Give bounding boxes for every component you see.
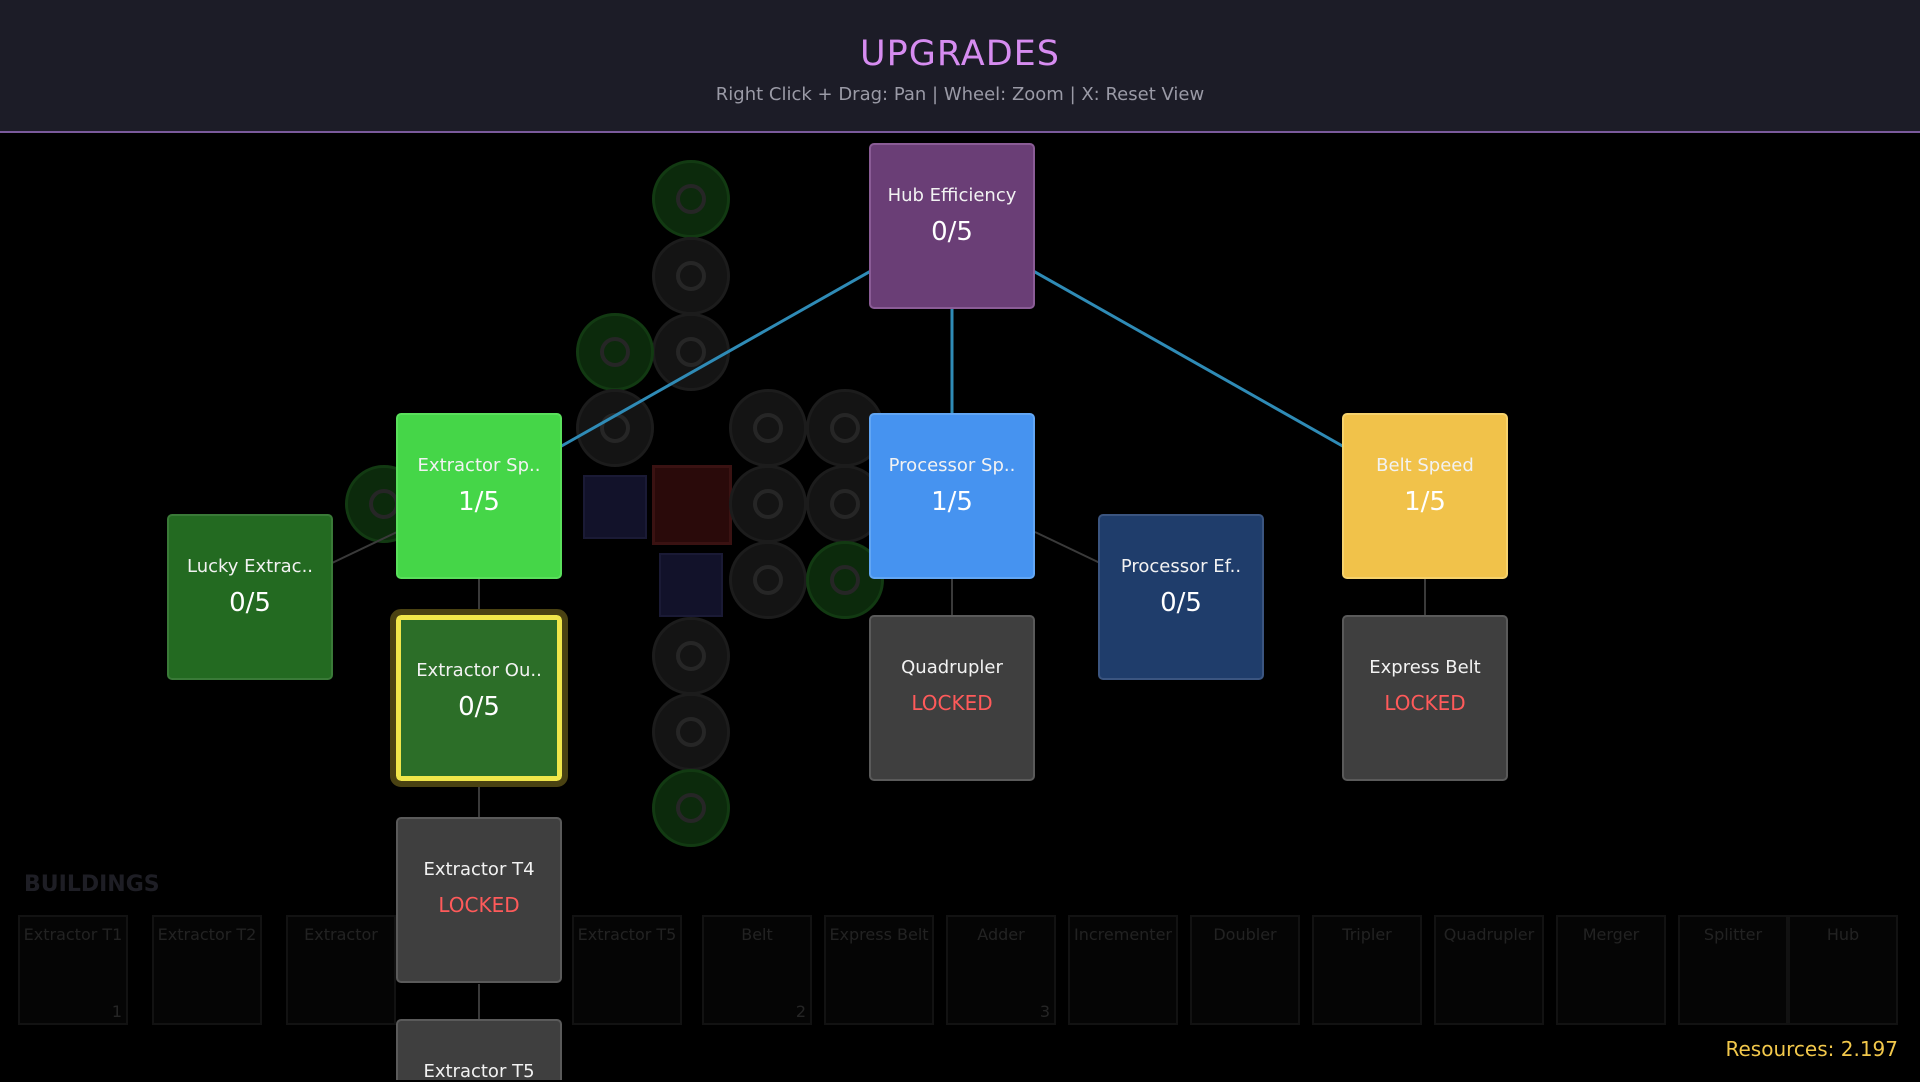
- connection-line: [331, 531, 398, 564]
- building-slot[interactable]: Extractor T5: [572, 915, 682, 1025]
- building-name: Tripler: [1342, 925, 1392, 944]
- ghost-building-icon: [806, 541, 884, 619]
- building-slot[interactable]: Extractor: [286, 915, 396, 1025]
- upgrade-node-express-belt[interactable]: Express Belt LOCKED: [1342, 615, 1508, 781]
- building-name: Hub: [1826, 925, 1860, 944]
- building-name: Quadrupler: [1443, 925, 1535, 944]
- building-slot[interactable]: Tripler: [1312, 915, 1422, 1025]
- ghost-building-icon: [729, 389, 807, 467]
- upgrade-node-belt-speed[interactable]: Belt Speed 1/5: [1342, 413, 1508, 579]
- building-name: Extractor T5: [577, 925, 677, 944]
- ghost-building-icon: [652, 769, 730, 847]
- upgrade-node-processor-efficiency[interactable]: Processor Ef.. 0/5: [1098, 514, 1264, 680]
- upgrade-node-quadrupler[interactable]: Quadrupler LOCKED: [869, 615, 1035, 781]
- building-name: Extractor T2: [157, 925, 257, 944]
- upgrade-node-extractor-t5[interactable]: Extractor T5: [396, 1019, 562, 1082]
- building-slot[interactable]: Belt 2: [702, 915, 812, 1025]
- ghost-building-icon: [729, 465, 807, 543]
- connection-line: [1034, 531, 1101, 564]
- building-slot[interactable]: Hub: [1788, 915, 1898, 1025]
- building-name: Merger: [1582, 925, 1640, 944]
- building-name: Incrementer: [1074, 925, 1172, 944]
- buildings-title: BUILDINGS: [24, 872, 160, 897]
- hotkey-label: 1: [111, 1002, 122, 1021]
- ghost-building-icon: [729, 541, 807, 619]
- upgrade-node-processor-speed[interactable]: Processor Sp.. 1/5: [869, 413, 1035, 579]
- locked-label: LOCKED: [1384, 691, 1466, 715]
- upgrade-name: Extractor T4: [423, 859, 535, 880]
- upgrade-level: 0/5: [229, 588, 271, 618]
- resources-counter: Resources: 2.197: [1725, 1037, 1899, 1061]
- ghost-building-icon: [583, 475, 647, 539]
- ghost-building-icon: [652, 160, 730, 238]
- building-name: Extractor T1: [23, 925, 123, 944]
- upgrade-node-extractor-output[interactable]: Extractor Ou.. 0/5: [390, 609, 568, 787]
- building-slot[interactable]: Express Belt: [824, 915, 934, 1025]
- upgrade-level: 1/5: [1404, 487, 1446, 517]
- building-slot[interactable]: Splitter: [1678, 915, 1788, 1025]
- hotkey-label: 2: [795, 1002, 806, 1021]
- upgrade-name: Extractor Ou..: [416, 660, 542, 681]
- upgrade-name: Quadrupler: [901, 657, 1003, 678]
- upgrade-level: 0/5: [931, 217, 973, 247]
- upgrade-name: Lucky Extrac..: [186, 556, 314, 577]
- building-name: Belt: [741, 925, 773, 944]
- upgrade-name: Belt Speed: [1376, 455, 1474, 476]
- building-name: Splitter: [1703, 925, 1763, 944]
- building-name: Express Belt: [829, 925, 929, 944]
- building-slot[interactable]: Adder 3: [946, 915, 1056, 1025]
- upgrade-name: Processor Sp..: [888, 455, 1016, 476]
- building-slot[interactable]: Incrementer: [1068, 915, 1178, 1025]
- building-slot[interactable]: Doubler: [1190, 915, 1300, 1025]
- building-name: Adder: [977, 925, 1025, 944]
- building-slot[interactable]: Extractor T1 1: [18, 915, 128, 1025]
- upgrade-level: 0/5: [1160, 588, 1202, 618]
- upgrade-level: 1/5: [458, 487, 500, 517]
- controls-hint: Right Click + Drag: Pan | Wheel: Zoom | …: [715, 84, 1205, 105]
- upgrade-level: 0/5: [458, 692, 500, 722]
- buildings-bar: BUILDINGS Extractor T1 1 Extractor T2 Ext…: [18, 870, 1898, 1070]
- upgrade-node-extractor-speed[interactable]: Extractor Sp.. 1/5: [396, 413, 562, 579]
- upgrade-name: Express Belt: [1369, 657, 1481, 678]
- upgrade-name: Processor Ef..: [1120, 556, 1242, 577]
- upgrade-level: 1/5: [931, 487, 973, 517]
- upgrades-header: UPGRADES Right Click + Drag: Pan | Wheel…: [0, 0, 1920, 133]
- locked-label: LOCKED: [911, 691, 993, 715]
- building-slot[interactable]: Quadrupler: [1434, 915, 1544, 1025]
- upgrade-node-hub-efficiency[interactable]: Hub Efficiency 0/5: [869, 143, 1035, 309]
- page-title: UPGRADES: [860, 34, 1060, 74]
- building-name: Extractor: [304, 925, 378, 944]
- upgrade-node-extractor-t4[interactable]: Extractor T4 LOCKED: [396, 817, 562, 983]
- building-name: Doubler: [1213, 925, 1277, 944]
- upgrade-name: Extractor T5: [423, 1061, 535, 1082]
- hotkey-label: 3: [1039, 1002, 1050, 1021]
- ghost-building-icon: [652, 693, 730, 771]
- ghost-building-icon: [652, 617, 730, 695]
- upgrade-name: Hub Efficiency: [887, 185, 1017, 206]
- upgrade-name: Extractor Sp..: [417, 455, 541, 476]
- locked-label: LOCKED: [438, 893, 520, 917]
- upgrade-node-lucky-extractor[interactable]: Lucky Extrac.. 0/5: [167, 514, 333, 680]
- building-slot[interactable]: Merger: [1556, 915, 1666, 1025]
- ghost-building-icon: [659, 553, 723, 617]
- building-slot[interactable]: Extractor T2: [152, 915, 262, 1025]
